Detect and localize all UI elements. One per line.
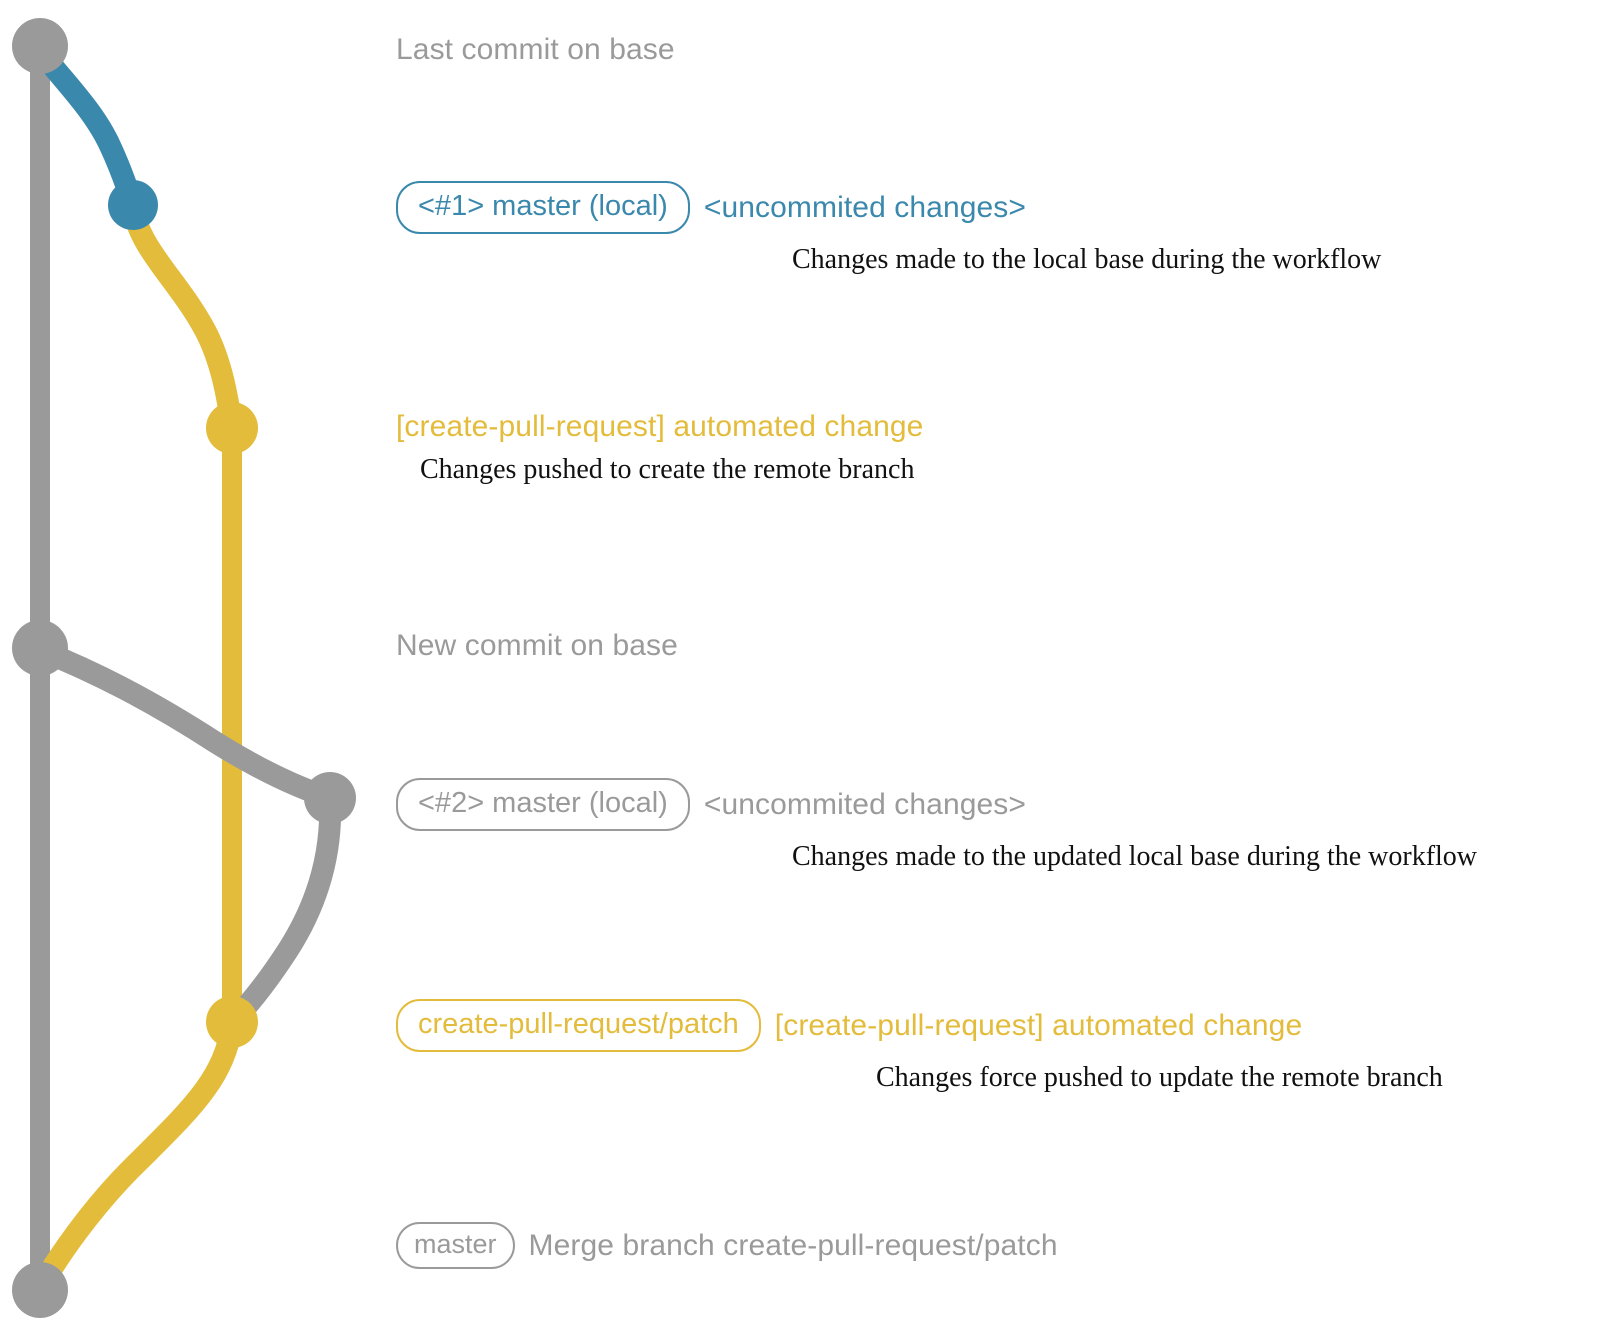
commit-row-automated-1: [create-pull-request] automated change C… — [396, 410, 923, 486]
commit-node-merge-commit[interactable] — [12, 1262, 68, 1318]
commit-row-local-2: <#2> master (local) <uncommited changes>… — [396, 778, 1477, 873]
branch-badge-patch[interactable]: create-pull-request/patch — [396, 999, 761, 1052]
commit-row-master: master Merge branch create-pull-request/… — [396, 1222, 1058, 1269]
commit-description-local-1: Changes made to the local base during th… — [792, 244, 1382, 275]
last-commit-label: Last commit on base — [396, 33, 675, 66]
branch-line-automated-1 — [122, 197, 243, 439]
commit-message-local-1: <uncommited changes> — [703, 190, 1027, 224]
new-commit-label: New commit on base — [396, 629, 678, 662]
commit-row-patch: create-pull-request/patch [create-pull-r… — [396, 999, 1443, 1094]
branch-line-merge — [29, 1013, 243, 1299]
branch-badge-local-2[interactable]: <#2> master (local) — [396, 778, 690, 831]
commit-message-automated-1: [create-pull-request] automated change — [396, 410, 924, 443]
commit-row-local-1: <#1> master (local) <uncommited changes>… — [396, 181, 1381, 276]
commit-row-new-commit: New commit on base — [396, 629, 678, 663]
commit-description-patch: Changes force pushed to update the remot… — [876, 1062, 1443, 1093]
branch-badge-master[interactable]: master — [396, 1222, 515, 1269]
commit-description-local-2: Changes made to the updated local base d… — [792, 841, 1478, 872]
commit-node-base-head[interactable] — [12, 18, 68, 74]
commit-row-last-commit: Last commit on base — [396, 33, 675, 67]
commit-node-local-commit-2[interactable] — [304, 772, 356, 824]
commit-message-master: Merge branch create-pull-request/patch — [528, 1228, 1058, 1262]
commit-node-local-commit-1[interactable] — [108, 180, 158, 230]
commit-node-automated-commit-2[interactable] — [206, 996, 258, 1048]
branch-badge-local-1[interactable]: <#1> master (local) — [396, 181, 690, 234]
commit-message-patch: [create-pull-request] automated change — [774, 1008, 1303, 1042]
branch-line-local-2 — [29, 639, 341, 809]
git-graph — [12, 18, 356, 1318]
commit-node-base-new-commit[interactable] — [12, 620, 68, 676]
commit-node-automated-commit-1[interactable] — [206, 402, 258, 454]
commit-message-local-2: <uncommited changes> — [703, 787, 1027, 821]
commit-description-automated-1: Changes pushed to create the remote bran… — [420, 454, 915, 485]
